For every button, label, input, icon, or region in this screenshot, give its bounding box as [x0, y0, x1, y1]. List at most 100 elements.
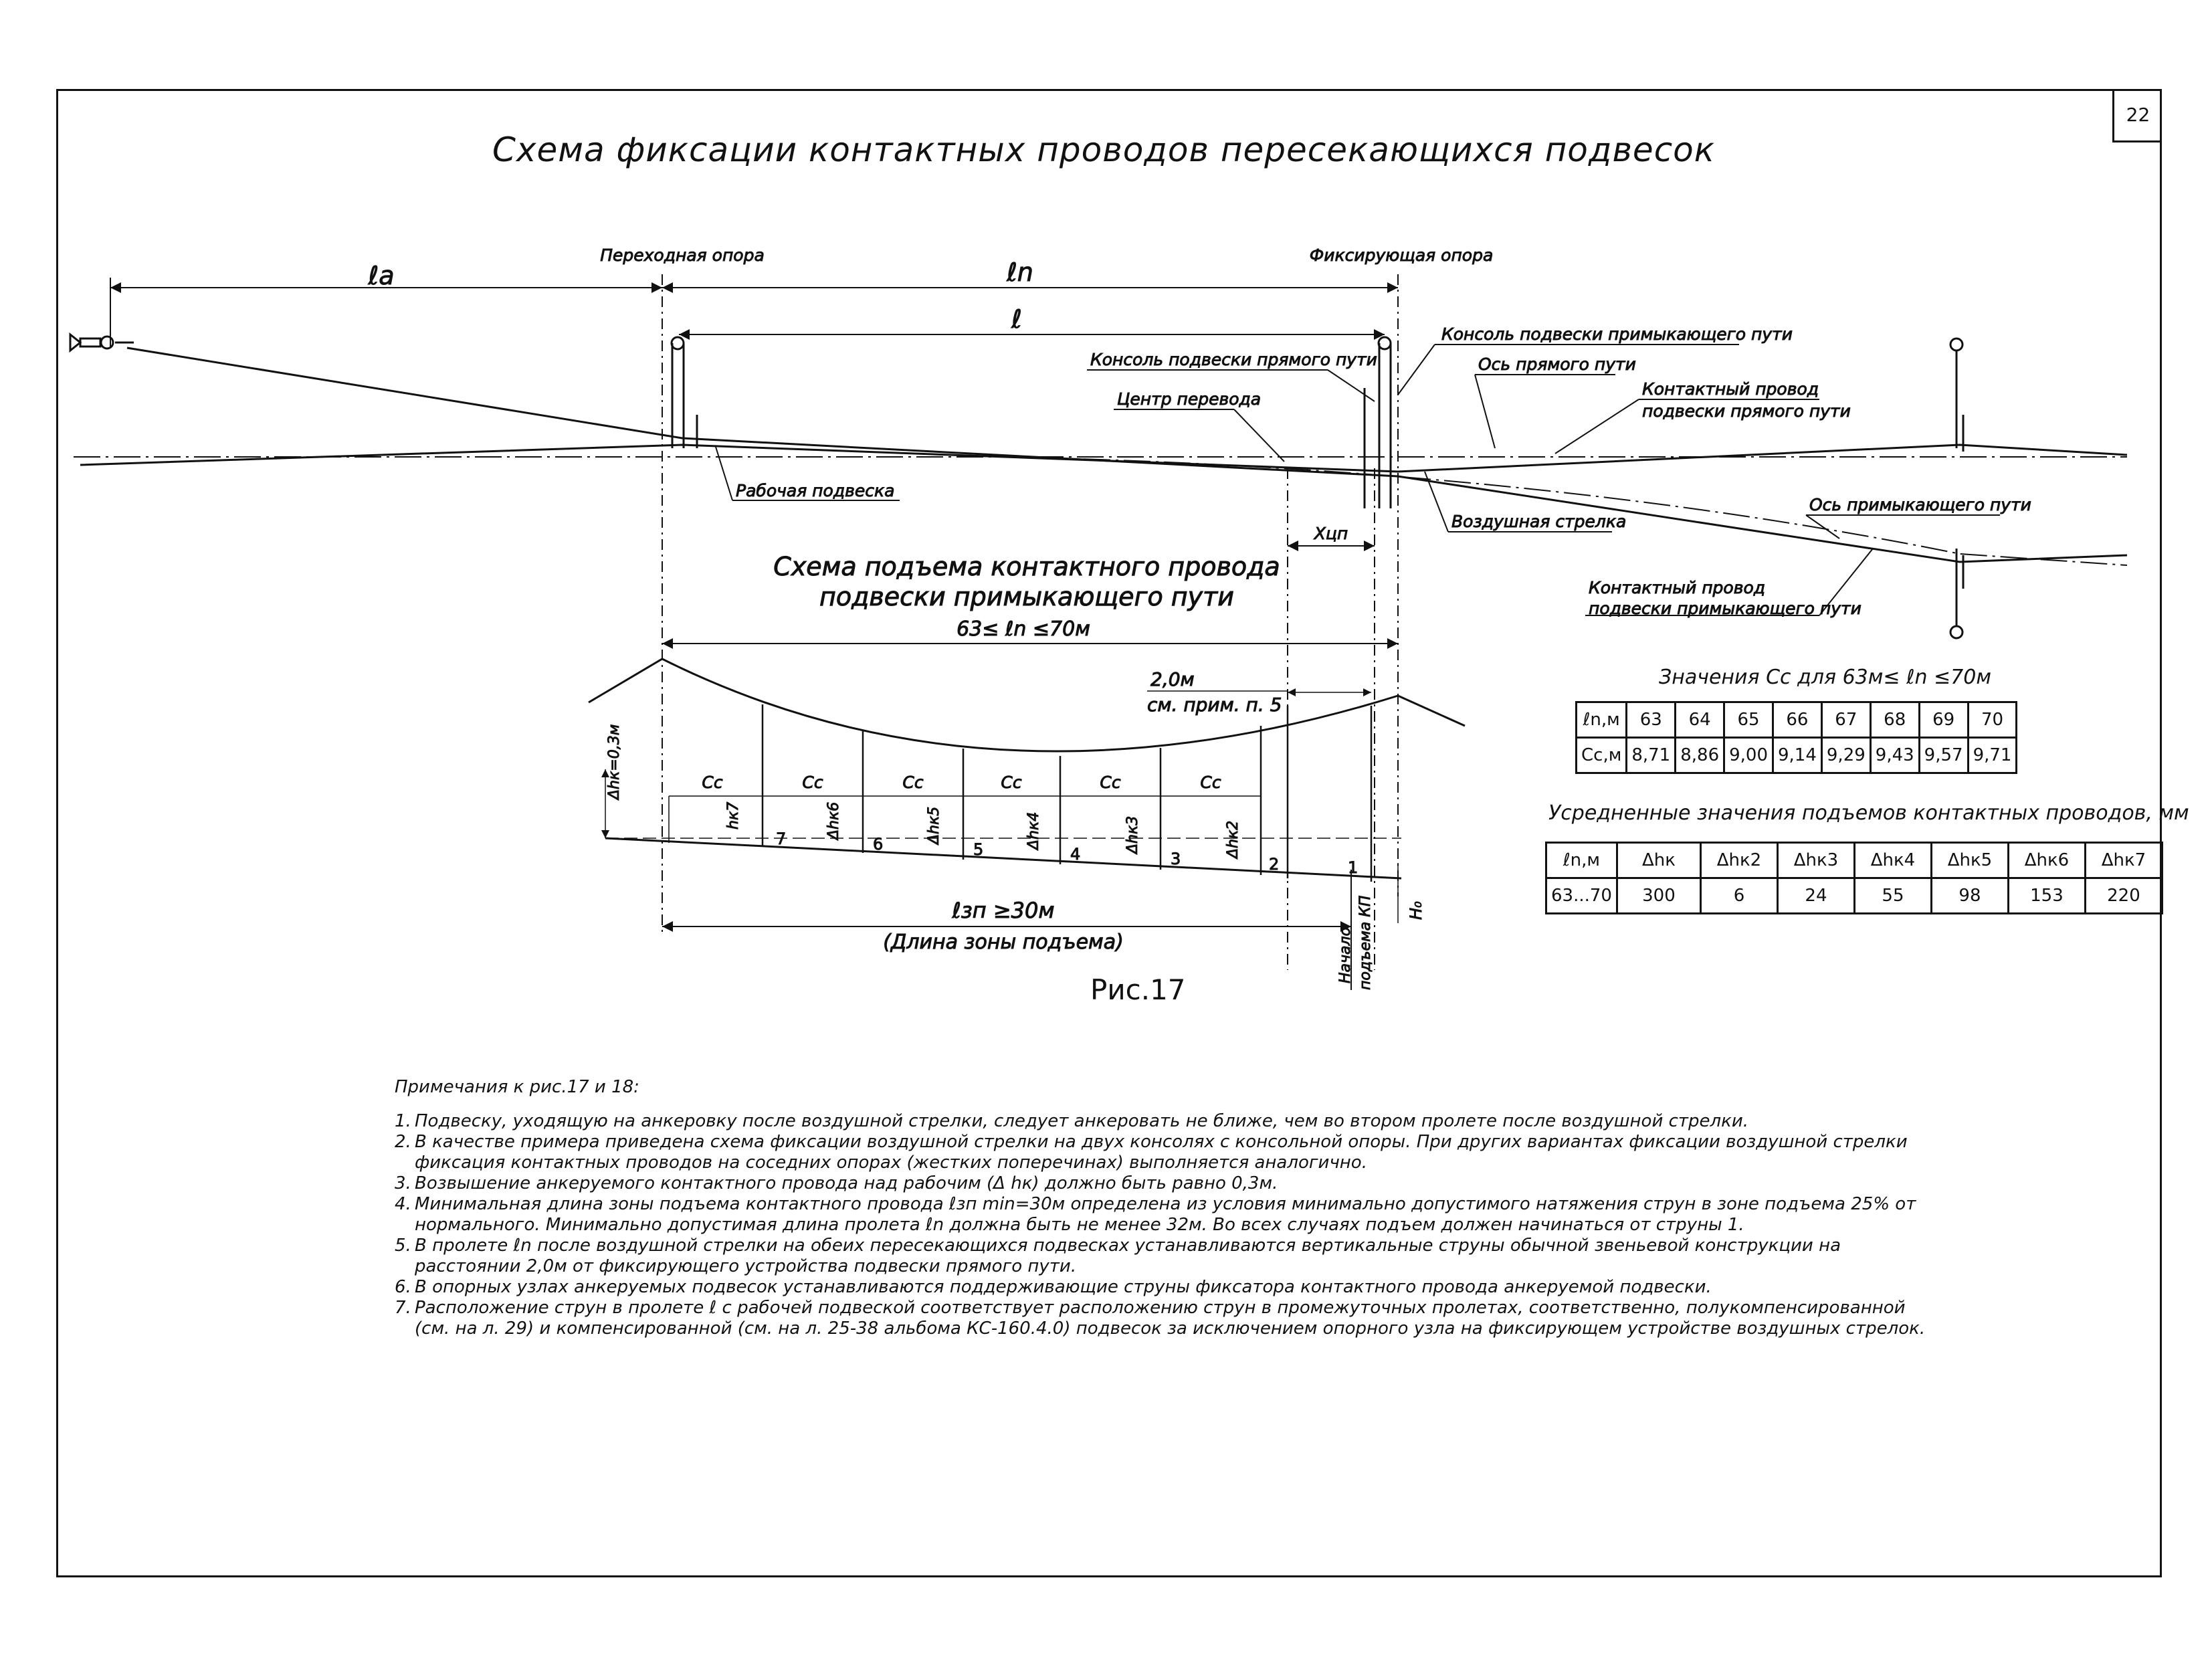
- hk7-label: hк7: [725, 802, 742, 830]
- string-number: 2: [1269, 855, 1279, 874]
- transition-support-label: Переходная опора: [600, 246, 765, 265]
- string-number: 7: [776, 830, 786, 848]
- console-adjacent-label: Консоль подвески примыкающего пути: [1441, 324, 1793, 344]
- table-cell: 153: [2007, 877, 2086, 914]
- lift-title-1: Схема подъема контактного провода: [773, 552, 1280, 581]
- table-cell: 64: [1674, 701, 1726, 739]
- table-header-cell: ℓn,м: [1575, 701, 1628, 739]
- table-cell: 66: [1772, 701, 1823, 739]
- dhk6-label: Δhк6: [825, 802, 842, 841]
- cc-label: Cc: [902, 773, 923, 792]
- zone-label: ℓзп ≥30м: [952, 898, 1055, 923]
- table-cell: 6: [1699, 877, 1779, 914]
- table-row: Сс,м 8,71 8,86 9,00 9,14 9,29 9,43 9,57 …: [1575, 737, 2018, 774]
- note-text: Минимальная длина зоны подъема контактно…: [415, 1194, 1916, 1235]
- ln-label: ℓn: [1006, 258, 1033, 287]
- table-header-cell: Δhк3: [1776, 842, 1855, 879]
- table-header-cell: Δhк5: [1930, 842, 2009, 879]
- note-number: 1.: [395, 1111, 411, 1131]
- dhk-label: Δhк=0,3м: [606, 724, 623, 801]
- dhk5-label: Δhк5: [926, 807, 942, 846]
- console-straight-label: Консоль подвески прямого пути: [1090, 350, 1377, 369]
- table-cell: 68: [1869, 701, 1920, 739]
- table-cell: 9,43: [1869, 737, 1920, 774]
- table-cell: 9,29: [1820, 737, 1872, 774]
- table-cell: 67: [1820, 701, 1872, 739]
- table-cell: 300: [1615, 877, 1702, 914]
- l-label: ℓ: [1011, 304, 1022, 334]
- anchor-icon: [69, 332, 134, 353]
- table-header-cell: Δhк6: [2007, 842, 2086, 879]
- string-number: 4: [1070, 845, 1080, 864]
- contact-wire-lift: [605, 837, 1402, 880]
- lift-start-label-2: подъема КП: [1357, 896, 1374, 990]
- table-row: ℓn,м Δhк Δhк2 Δhк3 Δhк4 Δhк5 Δhк6 Δhк7: [1545, 842, 2163, 879]
- table-cell: 8,71: [1625, 737, 1677, 774]
- axis-straight-label: Ось прямого пути: [1478, 355, 1636, 374]
- transition-support-pole: [670, 336, 698, 448]
- note-number: 4.: [395, 1194, 411, 1214]
- note-number: 2.: [395, 1132, 411, 1152]
- lift-range: 63≤ ℓn ≤70м: [957, 617, 1090, 641]
- table-header-cell: ℓn,м: [1545, 842, 1618, 879]
- cc-values-table: ℓn,м 63 64 65 66 67 68 69 70 Сс,м 8,71 8…: [1575, 701, 2018, 774]
- note-text: В качестве примера приведена схема фикса…: [415, 1132, 1908, 1173]
- table-cell: 55: [1853, 877, 1932, 914]
- lift-start-label-1: Начало: [1337, 927, 1354, 983]
- table-cell: 220: [2084, 877, 2163, 914]
- notes-heading: Примечания к рис.17 и 18:: [395, 1077, 639, 1097]
- note-number: 5.: [395, 1236, 411, 1256]
- right-support-pole: [1949, 337, 1965, 640]
- table-cell: 63: [1625, 701, 1677, 739]
- table-cell: 69: [1918, 701, 1969, 739]
- drawing-title: Схема фиксации контактных проводов перес…: [492, 130, 1715, 169]
- table-cell: 9,00: [1723, 737, 1774, 774]
- contact-wire-adjacent-label-1: Контактный провод: [1589, 578, 1765, 597]
- dhk2-label: Δhк2: [1225, 821, 1241, 860]
- table-cell: 24: [1776, 877, 1855, 914]
- table-cell: 9,57: [1918, 737, 1969, 774]
- notes-section: Примечания к рис.17 и 18: 1.Подвеску, ух…: [395, 1077, 1933, 1339]
- cc-label: Cc: [1001, 773, 1021, 792]
- dist-label: 2,0м: [1150, 668, 1195, 690]
- messenger-wire: [588, 658, 1466, 753]
- note-item: 7.Расположение струн в пролете ℓ с рабоч…: [395, 1298, 1933, 1339]
- droppers: [761, 704, 1373, 882]
- figure-caption: Рис.17: [1090, 973, 1186, 1006]
- fixing-support-label: Фиксирующая опора: [1310, 246, 1494, 265]
- cc-labels: Cc Cc Cc Cc Cc Cc: [702, 773, 1221, 793]
- anchored-wire: [126, 347, 2128, 563]
- note-text: Расположение струн в пролете ℓ с рабочей…: [415, 1298, 1926, 1339]
- note-item: 5.В пролете ℓn после воздушной стрелки н…: [395, 1236, 1933, 1277]
- table-row: 63...70 300 6 24 55 98 153 220: [1545, 877, 2163, 914]
- table1-caption: Значения Сс для 63м≤ ℓn ≤70м: [1659, 666, 1991, 689]
- table-cell: 70: [1967, 701, 2018, 739]
- page-number: 22: [2112, 89, 2162, 142]
- note-text: Возвышение анкеруемого контактного прово…: [415, 1173, 1278, 1193]
- table-cell: 9,14: [1772, 737, 1823, 774]
- working-suspension-label: Рабочая подвеска: [736, 481, 894, 500]
- note-number: 3.: [395, 1173, 411, 1193]
- note-item: 6.В опорных узлах анкеруемых подвесок ус…: [395, 1277, 1933, 1298]
- cc-label: Cc: [1200, 773, 1221, 792]
- cc-label: Cc: [1100, 773, 1120, 792]
- table-cell: 63...70: [1545, 877, 1618, 914]
- string-number: 1: [1348, 858, 1358, 877]
- adjacent-track-axis: [1003, 456, 2128, 566]
- note-ref-label: см. прим. п. 5: [1147, 694, 1282, 716]
- table-cell: 8,86: [1674, 737, 1726, 774]
- la-label: ℓa: [368, 261, 395, 290]
- zone-name-label: (Длина зоны подъема): [883, 931, 1124, 954]
- note-text: В опорных узлах анкеруемых подвесок уста…: [415, 1277, 1712, 1297]
- table-header-cell: Сс,м: [1575, 737, 1628, 774]
- note-item: 4.Минимальная длина зоны подъема контакт…: [395, 1194, 1933, 1236]
- fixing-support-pole: [1363, 336, 1392, 508]
- dhk4-label: Δhк4: [1025, 812, 1042, 851]
- air-switch-label: Воздушная стрелка: [1451, 512, 1626, 531]
- contact-wire-adjacent-label-2: подвески примыкающего пути: [1589, 599, 1862, 618]
- dhk3-label: Δhк3: [1124, 816, 1141, 855]
- note-text: Подвеску, уходящую на анкеровку после во…: [415, 1111, 1749, 1131]
- contact-wire-straight-label-2: подвески прямого пути: [1642, 401, 1851, 421]
- string-numbers: 7 6 5 4 3 2 1: [776, 830, 1359, 878]
